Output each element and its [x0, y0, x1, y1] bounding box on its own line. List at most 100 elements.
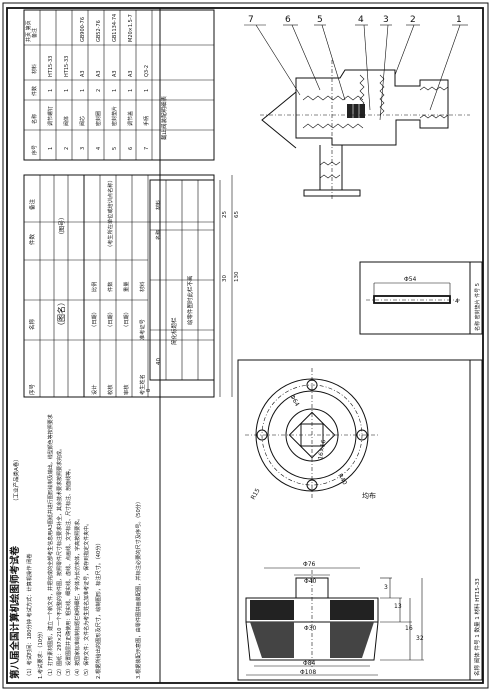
tb-dim-d5: 40: [156, 358, 162, 365]
pl-col-remark: 备注: [31, 28, 38, 38]
tb-qty: 件数: [106, 281, 114, 292]
tb-dim-d1: 30: [222, 275, 228, 282]
exam-subtitle: （工业产品类A卷）: [12, 456, 20, 504]
req-line-4: （4）按国家标准绘制标题栏和明细栏，字体为长仿宋体，字高按照要求。: [74, 516, 81, 679]
asm-seal: [347, 104, 365, 118]
dim-32: 32: [416, 635, 424, 642]
req-title: 1.考试要求：（10分）: [36, 629, 44, 679]
gasket-dim-outer: Φ54: [404, 276, 417, 283]
pl-r1-mat: HT15-33: [48, 56, 54, 77]
tb-school: （考生所在单位或培训点名称）: [106, 177, 114, 250]
pl-r4-remark: GB52-76: [96, 20, 102, 42]
tb-date-3: （日期）: [123, 309, 130, 330]
asm-label-3: 3: [383, 15, 389, 25]
req-line-5: （5）保存文件：文件名为考生姓名加准考证号，保存到指定文件夹中。: [83, 521, 90, 679]
pl-col-mat: 材料: [31, 64, 38, 74]
pl-footer: 截止阀装配明细表: [160, 95, 168, 140]
pl-r7-name: 手柄: [143, 116, 150, 126]
dim-40: Φ40: [304, 578, 317, 585]
dim-R15: R15: [250, 487, 262, 501]
pl-r2-qty: 1: [64, 89, 70, 92]
tb-dim-d2: 25: [222, 211, 228, 218]
main-part-title: 名称 阀体 件号 1 数量 1 材料 HT15-33: [473, 578, 481, 676]
tb-dim-d4: 130: [234, 271, 240, 282]
asm-label-6: 6: [285, 15, 291, 25]
pl-r7-qty: 1: [144, 89, 150, 92]
exam-info: （1）考试时间：180分钟 考试方式：计算机操作 闭卷: [25, 553, 33, 679]
tb-dim-d6: 8: [146, 389, 152, 392]
pl-r7-mat: Q3-2: [144, 65, 150, 77]
pl-r6-remark: M20×1.5-7: [128, 14, 134, 42]
gasket-part: 名称 密封垫片 件号 5 Φ54 4: [359, 261, 483, 335]
asm-label-7: 7: [248, 15, 254, 25]
title-block-region: 序号 名称 件数 备注 （图名） （图号） 设计 校核 审核 （日期） （日期）…: [23, 174, 240, 398]
dim-13: 13: [394, 603, 402, 610]
pl-r2-mat: HT15-33: [64, 56, 70, 77]
pl-r5-remark: GB1134-74: [112, 14, 118, 42]
gasket-frame: [359, 261, 483, 335]
pl-r1-qty: 1: [48, 89, 54, 92]
tb-designer: 设计: [90, 385, 98, 395]
pl-r5-mat: A3: [112, 70, 118, 77]
main-part-frame: [237, 359, 483, 681]
gasket-title: 名称 密封垫片 件号 5: [474, 283, 481, 331]
gasket-section: [373, 295, 451, 304]
req-line-3: （3）设置图层并正确使用：粗实线、细实线、虚线、点画线、文字标注、尺寸标注、剖面…: [65, 466, 72, 679]
pl-col-name: 名称: [31, 114, 38, 124]
dim-76: Φ76: [303, 561, 316, 568]
tb-weight: 重量: [122, 282, 130, 292]
pl-r5-qty: 1: [112, 89, 118, 92]
tb-exam-name: 考生姓名: [138, 374, 146, 395]
tb-dim-d3: 65: [234, 211, 240, 218]
pl-r4-qty: 2: [96, 89, 102, 92]
tb-col-remark: 备注: [28, 198, 36, 210]
pl-r3-remark: GB900-76: [80, 17, 86, 42]
tb-reviewer: 审核: [122, 385, 130, 395]
dim-64: Φ64: [288, 394, 300, 408]
pl-r3-name: 阀芯: [79, 116, 86, 126]
pl-col-no: 序号: [31, 145, 38, 155]
gasket-dim-thickness: 4: [455, 298, 459, 305]
tb-col-mat-2: 材料: [155, 200, 162, 210]
pl-r7-no: 7: [144, 147, 150, 150]
parts-list: 序号 名称 件数 材料 备注 1 调节螺钉 1 HT15-33 2 阀体 1 H…: [23, 9, 215, 161]
pl-r2-name: 阀体: [63, 116, 70, 126]
pl-r3-no: 3: [80, 147, 86, 150]
tb-col-name: 名称: [28, 318, 36, 330]
tb-col-name-2: 名称: [155, 230, 162, 240]
pl-r4-mat: A3: [96, 70, 102, 77]
pl-r5-name: 密封垫片: [111, 106, 118, 126]
pl-r6-mat: A3: [128, 70, 134, 77]
pl-r5-no: 5: [112, 147, 118, 150]
pl-r4-name: 密封圈: [95, 111, 102, 126]
part3-title: 3.根据装配示意图，由零件图拼画装配图，并标注必要的尺寸及序号。（50分）: [134, 499, 142, 679]
tb-date-1: （日期）: [91, 309, 98, 330]
tb-drawing-name: （图名）: [56, 298, 66, 330]
pl-col-qty: 件数: [31, 86, 38, 96]
note-even: 均布: [362, 491, 376, 500]
pl-header: 共页 第页: [25, 20, 32, 42]
tb-material: 材料: [138, 282, 146, 292]
assembly-drawing: 7 6 5 4 3 2 1: [244, 15, 470, 200]
tb-note-1: 绘零件图时此栏不画: [186, 275, 194, 325]
pl-r3-mat: A3: [80, 70, 86, 77]
dim-84: Φ84: [303, 660, 316, 667]
req-line-1: （1）打开素材图形，建立一个新文件，并把完成的全部考生信息用A3图纸并进行图形绘…: [47, 414, 54, 679]
exam-text-block: 第八届全国计算机绘图师考试卷 （工业产品类A卷） （1）考试时间：180分钟 考…: [9, 414, 142, 679]
pl-r6-qty: 1: [128, 89, 134, 92]
pl-r1-name: 调节螺钉: [47, 106, 54, 126]
pl-r3-qty: 1: [80, 89, 86, 92]
main-part: 名称 阀体 件号 1 数量 1 材料 HT15-33 Φ64 16×16 R40…: [237, 359, 483, 681]
exam-title: 第八届全国计算机绘图师考试卷: [9, 545, 21, 679]
pl-r6-no: 6: [128, 147, 134, 150]
asm-label-1: 1: [456, 15, 462, 25]
asm-label-4: 4: [358, 15, 364, 25]
part2-title: 2.根据所给出的图形及尺寸，绘制图形，标注尺寸。（40分）: [94, 540, 102, 679]
dim-16: 16: [405, 625, 413, 632]
tb-header-left: 简化标题栏: [170, 317, 178, 345]
tb-checker: 校核: [106, 385, 114, 395]
req-line-2: （2）图纸：297×210 一个不完整的零件图，按照零件尺寸标注要求补全，其余技…: [56, 446, 63, 679]
tb-col-no: 序号: [28, 383, 36, 395]
